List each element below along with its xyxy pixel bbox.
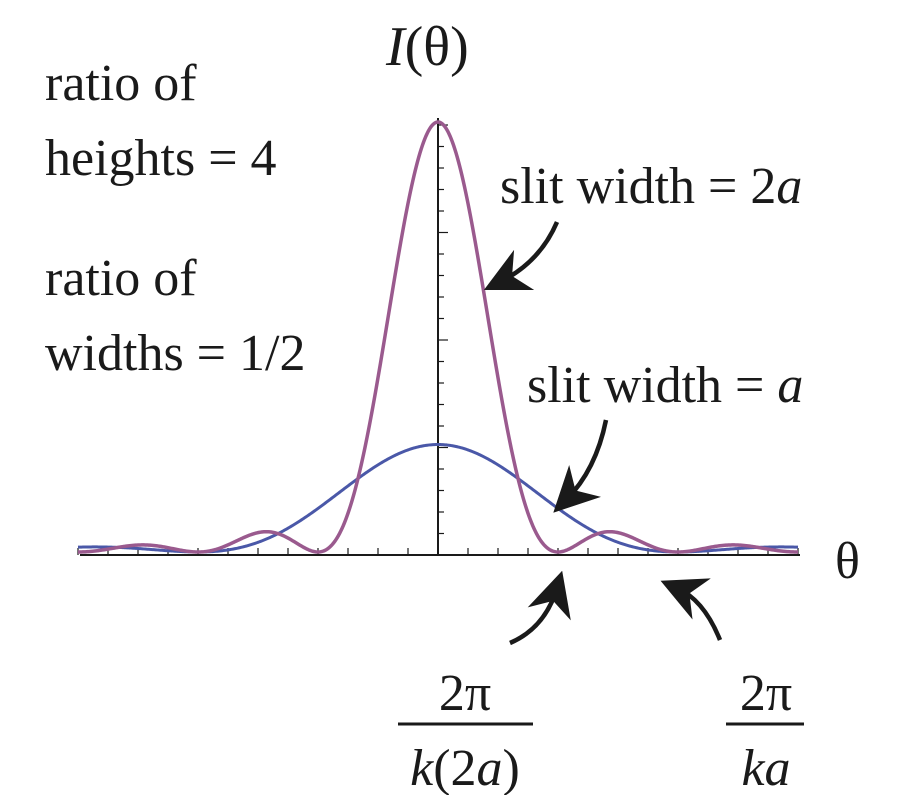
heights-note-line2: heights = 4 xyxy=(45,130,277,187)
widths-note-line2: widths = 1/2 xyxy=(45,325,305,382)
arrow-to-narrow-curve xyxy=(553,419,609,513)
y-axis-label: I(θ) xyxy=(385,16,469,78)
y-axis-ticks xyxy=(438,124,448,535)
second-zero-numerator: 2π xyxy=(740,665,792,722)
label-slit-width-2a: slit width = 2a xyxy=(500,158,802,215)
heights-note-line1: ratio of xyxy=(45,55,197,112)
second-zero-denominator: ka xyxy=(741,740,790,795)
arrow-to-first-zero xyxy=(509,570,571,646)
arrow-to-second-zero xyxy=(660,578,723,641)
first-zero-denominator: k(2a) xyxy=(410,740,520,795)
first-zero-numerator: 2π xyxy=(439,665,491,722)
widths-note-line1: ratio of xyxy=(45,250,197,307)
arrow-to-wide-curve xyxy=(483,221,560,291)
x-axis-label: θ xyxy=(835,533,860,590)
curve-slit-width-2a xyxy=(78,120,798,554)
label-slit-width-a: slit width = a xyxy=(527,357,803,414)
